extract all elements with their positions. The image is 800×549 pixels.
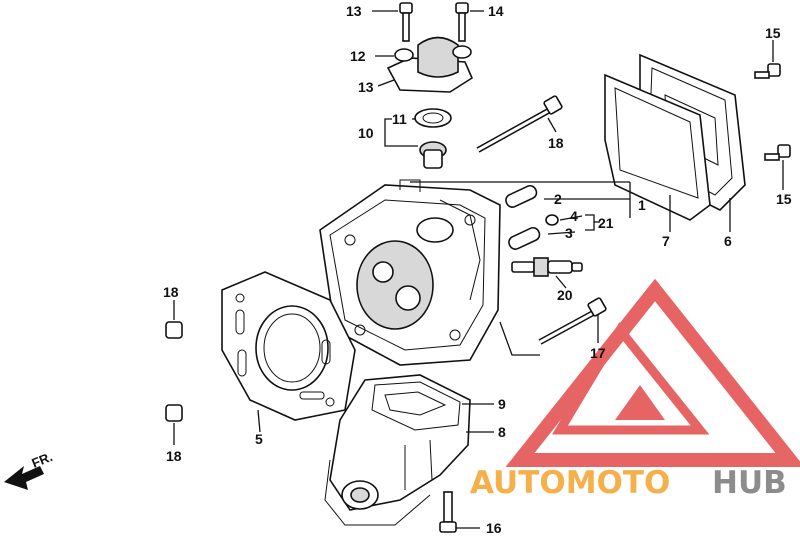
cylinder-head <box>319 179 501 366</box>
thermostat-seal <box>414 108 452 128</box>
callout-2: 2 <box>554 191 562 207</box>
bolt-14-right <box>455 2 469 42</box>
callout-6: 6 <box>724 233 732 249</box>
callout-3: 3 <box>565 225 573 241</box>
head-cover-gasket <box>604 73 711 221</box>
valve-guide-3 <box>508 226 541 250</box>
bolt-15-bottom <box>764 144 791 161</box>
callout-18-bottom: 18 <box>166 448 182 464</box>
callout-10: 10 <box>358 125 374 141</box>
callout-15-top: 15 <box>765 25 781 41</box>
callout-4: 4 <box>570 208 578 224</box>
callout-20: 20 <box>557 287 573 303</box>
bolt-15-top <box>754 63 781 79</box>
leader-lines <box>173 10 784 529</box>
callout-14-left: 13 <box>346 3 362 19</box>
thermostat <box>419 141 447 169</box>
clip-4 <box>545 214 559 226</box>
callout-9: 9 <box>498 396 506 412</box>
front-direction-marker: FR. <box>4 449 55 490</box>
callout-5: 5 <box>255 431 263 447</box>
callout-12: 12 <box>350 48 366 64</box>
callout-18-top: 18 <box>163 284 179 300</box>
callout-17: 17 <box>590 345 606 361</box>
thermostat-housing <box>386 36 474 93</box>
callout-16: 16 <box>486 520 502 536</box>
dowel-18-top <box>165 321 183 339</box>
bolt-19 <box>476 95 563 153</box>
callout-19: 18 <box>548 135 564 151</box>
bolt-17 <box>538 297 607 345</box>
bolt-16 <box>439 491 457 533</box>
valve-guide-2 <box>505 184 538 208</box>
callout-15-bottom: 15 <box>776 191 792 207</box>
watermark-text: AUTOMOTO HUB <box>470 465 787 501</box>
callout-13: 13 <box>358 79 374 95</box>
callout-11: 11 <box>392 111 407 127</box>
watermark-logo <box>505 278 800 467</box>
callout-21: 21 <box>598 215 614 231</box>
spark-plug <box>511 257 583 277</box>
callout-7: 7 <box>662 233 670 249</box>
intake-manifold <box>324 374 471 526</box>
dowel-18-bottom <box>165 404 183 422</box>
callout-8: 8 <box>498 424 506 440</box>
watermark-brand-part2: HUB <box>712 465 787 501</box>
front-label: FR. <box>30 449 55 471</box>
callout-14-right: 14 <box>488 3 504 19</box>
bolt-14-left <box>399 2 413 42</box>
callout-1: 1 <box>638 197 646 213</box>
callout-labels: 13 14 12 13 11 10 18 2 1 4 21 3 7 6 15 1… <box>163 3 792 536</box>
head-gasket <box>221 271 356 421</box>
watermark-brand-part1: AUTOMOTO <box>470 465 670 501</box>
